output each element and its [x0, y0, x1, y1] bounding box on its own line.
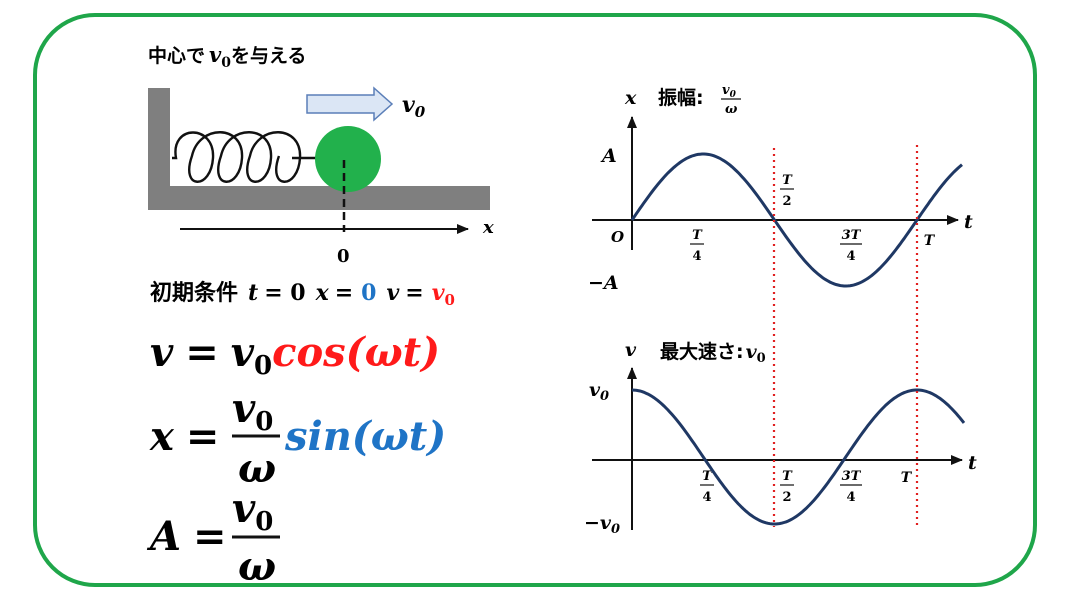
formula-amplitude: A= v0 ω — [146, 485, 280, 590]
tick-q3-den: 4 — [846, 490, 855, 505]
sine-curve — [630, 152, 963, 288]
formula-amplitude-numerator: v0 — [232, 485, 273, 537]
tick-q1-den: 4 — [702, 490, 711, 505]
arrow-label: v0 — [402, 92, 426, 121]
formula-velocity: v=v0cos(ωt) — [150, 329, 440, 381]
tick-q1-den: 4 — [692, 249, 701, 264]
formula-position-func: sin(ωt) — [284, 413, 446, 460]
graph-x-label-A: A — [600, 145, 617, 167]
graph-v-title: 最大速さ:v0 — [660, 340, 766, 366]
graph-position: x 振幅: v0 ω A −A O t T 4 T 2 3T 4 T — [588, 83, 973, 294]
mass-ball — [315, 126, 381, 192]
graph-x-title-denominator: ω — [725, 102, 738, 117]
tick-q1-num: T — [702, 469, 713, 484]
graph-velocity: v 最大速さ:v0 v0 −v0 t T 4 T 2 3T 4 T — [584, 339, 977, 537]
formula-position-denominator: ω — [238, 445, 276, 492]
graph-v-t-label: t — [968, 452, 977, 474]
graph-x-label-minus-A: −A — [588, 272, 619, 294]
spring — [172, 131, 316, 183]
velocity-arrow — [306, 86, 394, 122]
tick-q1-num: T — [692, 228, 703, 243]
graph-x-title-numerator: v0 — [722, 83, 737, 100]
green-rounded-frame — [33, 13, 1037, 587]
graph-x-title: 振幅: — [658, 86, 704, 109]
tick-q3-den: 4 — [846, 249, 855, 264]
tick-full: T — [901, 470, 913, 486]
graph-v-label-v0: v0 — [589, 379, 609, 404]
tick-q3-num: 3T — [842, 228, 862, 243]
formula-amplitude-denominator: ω — [238, 543, 276, 590]
formula-position: x= v0 ω sin(ωt) — [149, 385, 446, 492]
tick-full: T — [924, 233, 936, 249]
tick-half-num: T — [782, 173, 793, 188]
cosine-curve — [631, 388, 966, 526]
tick-q3-num: 3T — [842, 469, 862, 484]
setup-x-axis-label: x — [482, 217, 494, 238]
floor — [148, 186, 490, 210]
tick-half-den: 2 — [782, 490, 791, 505]
wall — [148, 88, 170, 210]
setup-origin-label: 0 — [337, 246, 350, 267]
graph-x-origin: O — [611, 228, 624, 246]
graph-v-label-minus-v0: −v0 — [584, 512, 620, 537]
formula-position-numerator: v0 — [232, 385, 273, 437]
graph-x-t-label: t — [964, 211, 973, 233]
formula-position-lhs: x= — [149, 413, 219, 460]
formula-amplitude-lhs: A= — [146, 513, 227, 560]
tick-half-num: T — [782, 469, 793, 484]
tick-half-den: 2 — [782, 194, 791, 209]
graph-x-axis-label: x — [624, 87, 637, 109]
graph-v-axis-label: v — [625, 339, 637, 361]
